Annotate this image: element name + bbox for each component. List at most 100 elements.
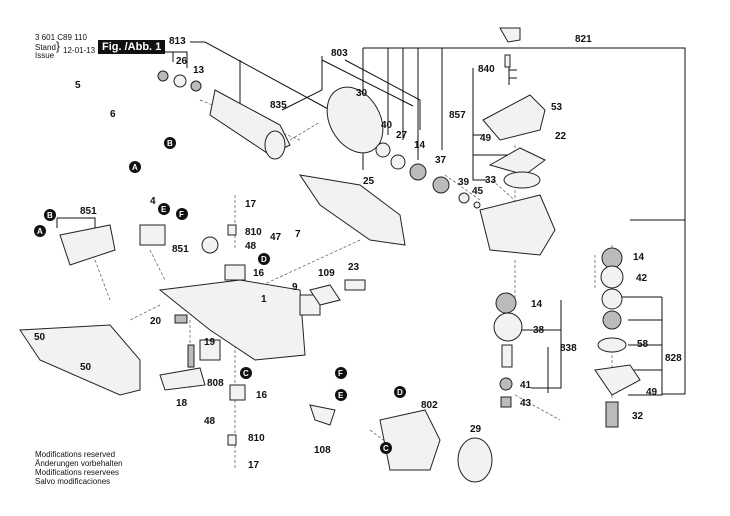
- gear-housing: [479, 194, 556, 256]
- svg-text:D: D: [397, 388, 403, 397]
- figure-label: Fig. /Abb. 1: [98, 40, 166, 54]
- label-53: 53: [551, 102, 563, 113]
- handle-25: [298, 174, 406, 246]
- connector-c: C: [380, 442, 392, 454]
- retaining-ring-828: [601, 288, 623, 310]
- bracket-lines: [56, 41, 686, 396]
- label-857: 857: [449, 110, 466, 121]
- label-40: 40: [381, 120, 393, 131]
- part-39: [458, 192, 470, 204]
- label-813: 813: [169, 36, 186, 47]
- part-labels: 813 26 13 835 803 30 40 27 14 37 821 840…: [34, 34, 682, 471]
- spring-19: [187, 344, 195, 368]
- carbon-brush-810a: [227, 224, 237, 236]
- label-14: 14: [633, 252, 645, 263]
- label-33: 33: [485, 175, 497, 186]
- label-48: 48: [204, 416, 216, 427]
- part-number: 3 601 C89 110: [35, 33, 87, 42]
- label-7: 7: [295, 229, 301, 240]
- label-9: 9: [292, 282, 298, 293]
- label-37: 37: [435, 155, 447, 166]
- svg-text:D: D: [261, 255, 267, 264]
- label-23: 23: [348, 262, 360, 273]
- label-43: 43: [520, 398, 532, 409]
- svg-text:B: B: [47, 211, 53, 220]
- label-16: 16: [256, 390, 268, 401]
- connector-d: D: [258, 253, 270, 265]
- bearing-flange: [488, 147, 546, 176]
- label-45: 45: [472, 186, 484, 197]
- label-22: 22: [555, 131, 567, 142]
- label-840: 840: [478, 64, 495, 75]
- connector-f: F: [176, 208, 188, 220]
- switch-housing: [59, 224, 116, 266]
- label-27: 27: [396, 130, 408, 141]
- part-45: [473, 201, 481, 209]
- part-20: [174, 314, 188, 324]
- part-108: [309, 404, 336, 426]
- o-ring-33: [503, 171, 541, 189]
- svg-text:F: F: [179, 210, 184, 219]
- switch-4: [139, 224, 166, 246]
- label-6: 6: [110, 109, 116, 120]
- connector-f: F: [335, 367, 347, 379]
- part-109: [309, 284, 341, 306]
- bearing-828: [602, 310, 622, 330]
- label-30: 30: [356, 88, 368, 99]
- label-13: 13: [193, 65, 205, 76]
- svg-text:C: C: [383, 444, 389, 453]
- svg-text:C: C: [243, 369, 249, 378]
- note-fr: Modifications reservees: [35, 468, 120, 477]
- label-17: 17: [245, 199, 257, 210]
- bearing-part: [157, 70, 169, 82]
- carbon-brush-810b: [227, 434, 237, 446]
- connector-c: C: [240, 367, 252, 379]
- lock-button: [499, 27, 521, 43]
- label-29: 29: [470, 424, 482, 435]
- label-828: 828: [665, 353, 682, 364]
- gear-38: [493, 312, 523, 342]
- label-58: 58: [637, 339, 649, 350]
- retaining-ring: [375, 142, 391, 158]
- label-48: 48: [245, 241, 257, 252]
- label-32: 32: [632, 411, 644, 422]
- note-en: Modifications reserved: [35, 450, 116, 459]
- label-18: 18: [176, 398, 188, 409]
- label-838: 838: [560, 343, 577, 354]
- bearing-14c: [495, 292, 517, 314]
- label-835: 835: [270, 100, 287, 111]
- bearing-41: [499, 377, 513, 391]
- label-851: 851: [80, 206, 97, 217]
- connector-a: A: [129, 161, 141, 173]
- label-41: 41: [520, 380, 532, 391]
- label-821: 821: [575, 34, 592, 45]
- label-38: 38: [533, 325, 545, 336]
- label-109: 109: [318, 268, 335, 279]
- pinion: [501, 344, 513, 368]
- bushing-part: [173, 74, 187, 88]
- issue-label: Issue: [35, 51, 55, 60]
- label-108: 108: [314, 445, 331, 456]
- label-50: 50: [80, 362, 92, 373]
- svg-text:B: B: [167, 139, 173, 148]
- handle-part-18: [159, 367, 206, 391]
- label-25: 25: [363, 176, 375, 187]
- fan-baffle: [326, 86, 384, 154]
- label-47: 47: [270, 232, 282, 243]
- label-17: 17: [248, 460, 260, 471]
- field-802: [379, 409, 441, 471]
- spindle-lock-cover: [482, 94, 546, 141]
- modifications-notes: Modifications reserved Änderungen vorbeh…: [35, 450, 123, 486]
- svg-text:A: A: [132, 163, 138, 172]
- label-49: 49: [646, 387, 658, 398]
- label-802: 802: [421, 400, 438, 411]
- bearing-14b: [601, 247, 623, 269]
- issue-date: 12-01-13: [63, 46, 96, 55]
- stand-label: Stand: [35, 43, 56, 52]
- label-808: [199, 339, 221, 361]
- brace: }: [56, 39, 61, 53]
- note-es: Salvo modificaciones: [35, 477, 111, 486]
- label-5: 5: [75, 80, 81, 91]
- svg-text:E: E: [161, 205, 167, 214]
